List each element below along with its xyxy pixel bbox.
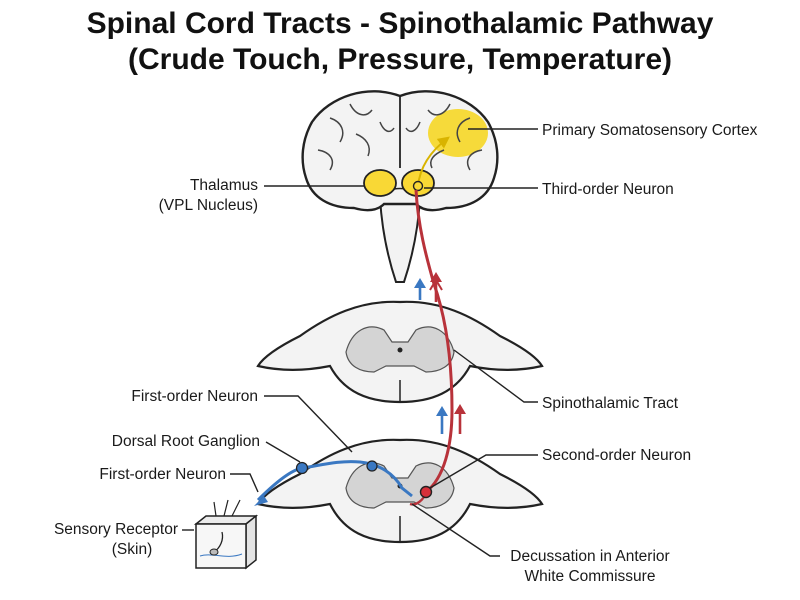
spinothalamic-tract-path xyxy=(414,189,454,494)
label-first-order-neuron-lower: First-order Neuron xyxy=(99,466,226,483)
leader-lines xyxy=(182,128,538,557)
brain xyxy=(301,90,499,283)
label-decussation-line1: Decussation in Anterior xyxy=(510,548,669,565)
arrow-up-red-icon xyxy=(429,272,443,302)
label-thalamus-sub: (VPL Nucleus) xyxy=(159,197,258,214)
cortex-highlight xyxy=(428,109,488,157)
label-third-order-neuron: Third-order Neuron xyxy=(542,181,674,198)
label-dorsal-root-ganglion: Dorsal Root Ganglion xyxy=(112,433,260,450)
second-order-neuron-body xyxy=(419,485,433,499)
label-decussation-line2: White Commissure xyxy=(525,568,656,585)
label-sensory-receptor-sub: (Skin) xyxy=(112,541,152,558)
arrow-up-red-icon-lower xyxy=(454,404,466,434)
dorsal-root-ganglion-cell xyxy=(295,461,309,475)
skin-block-icon xyxy=(193,499,259,570)
label-first-order-neuron-upper: First-order Neuron xyxy=(131,388,258,405)
title-line-2: (Crude Touch, Pressure, Temperature) xyxy=(127,43,672,76)
label-spinothalamic-tract: Spinothalamic Tract xyxy=(542,395,679,412)
first-order-neuron-body xyxy=(366,460,378,472)
title-line-1: Spinal Cord Tracts - Spinothalamic Pathw… xyxy=(86,7,714,40)
first-order-neuron-path xyxy=(256,460,413,502)
arrow-up-blue-icon xyxy=(414,278,426,300)
label-sensory-receptor: Sensory Receptor xyxy=(54,521,178,538)
label-second-order-neuron: Second-order Neuron xyxy=(542,447,691,464)
third-order-neuron-body xyxy=(412,180,424,192)
arrow-up-blue-icon-lower xyxy=(436,406,448,434)
spinal-section-upper xyxy=(256,300,544,404)
thalamus-left xyxy=(363,169,397,197)
label-primary-cortex: Primary Somatosensory Cortex xyxy=(542,122,758,139)
label-thalamus: Thalamus xyxy=(190,177,258,194)
